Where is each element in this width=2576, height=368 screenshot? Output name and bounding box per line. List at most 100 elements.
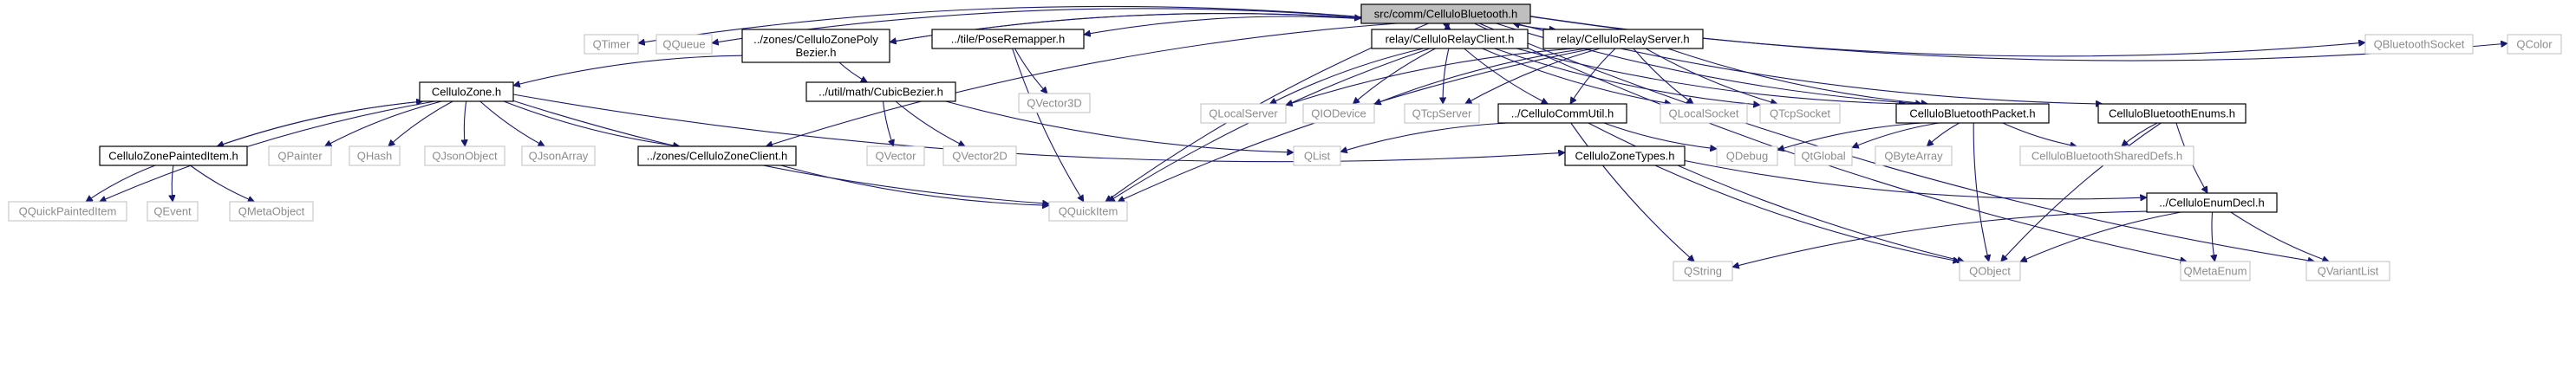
edge-zone-to-QJsonArray <box>479 100 545 147</box>
edge-zone-to-QPainter <box>325 100 442 147</box>
node-shareddefs[interactable]: CelluloBluetoothSharedDefs.h <box>2019 145 2194 166</box>
node-label-QEvent: QEvent <box>153 205 192 218</box>
edge-painted-to-zone <box>217 101 423 147</box>
node-relayclient[interactable]: relay/CelluloRelayClient.h <box>1371 29 1529 49</box>
node-label-QBluetoothSocket: QBluetoothSocket <box>2374 38 2465 51</box>
node-QList[interactable]: QList <box>1293 145 1341 166</box>
node-label-root: src/comm/CelluloBluetooth.h <box>1374 8 1517 21</box>
node-box-QtGlobal <box>1794 145 1853 166</box>
edge-commutil-to-QString <box>1570 122 1694 261</box>
edge-commutil-to-QList <box>1340 122 1508 152</box>
node-label-shareddefs: CelluloBluetoothSharedDefs.h <box>2031 150 2182 163</box>
node-QVector3D[interactable]: QVector3D <box>1018 93 1091 113</box>
node-cubic[interactable]: ../util/math/CubicBezier.h <box>805 81 956 102</box>
node-label-zonepoly: ../zones/CelluloZonePoly <box>753 33 878 46</box>
node-QMetaEnum[interactable]: QMetaEnum <box>2180 261 2251 281</box>
node-box-relayclient <box>1371 29 1529 49</box>
node-box-QObject <box>1959 261 2021 281</box>
node-zone[interactable]: CelluloZone.h <box>419 81 514 102</box>
node-label-QLocalServer: QLocalServer <box>1209 107 1278 120</box>
node-QPainter[interactable]: QPainter <box>268 145 332 166</box>
node-label-QLocalSocket: QLocalSocket <box>1669 107 1739 120</box>
node-btpacket[interactable]: CelluloBluetoothPacket.h <box>1895 103 2050 124</box>
edge-relayserver-to-commutil <box>1569 48 1616 104</box>
node-root[interactable]: src/comm/CelluloBluetooth.h <box>1360 3 1531 24</box>
node-poseremap[interactable]: ../tile/PoseRemapper.h <box>931 29 1085 49</box>
node-label-QVector3D: QVector3D <box>1027 97 1082 110</box>
node-label-zoneclient: ../zones/CelluloZoneClient.h <box>647 150 788 163</box>
node-QLocalSocket[interactable]: QLocalSocket <box>1660 103 1748 124</box>
node-box-poseremap <box>931 29 1085 49</box>
node-label-QJsonArray: QJsonArray <box>529 150 589 163</box>
node-label-QVariantList: QVariantList <box>2318 265 2379 278</box>
node-QJsonArray[interactable]: QJsonArray <box>521 145 596 166</box>
node-zonetypes[interactable]: CelluloZoneTypes.h <box>1564 145 1686 166</box>
edge-zone-to-QJsonObject <box>464 100 466 146</box>
node-label-painted: CelluloZonePaintedItem.h <box>108 150 238 163</box>
edge-zone-to-QQuickPaintedItem <box>100 100 435 202</box>
node-QColor[interactable]: QColor <box>2507 34 2562 55</box>
node-QBluetoothSocket[interactable]: QBluetoothSocket <box>2364 34 2474 55</box>
node-box-root <box>1360 3 1531 24</box>
node-QEvent[interactable]: QEvent <box>147 201 199 222</box>
node-QQuickItem[interactable]: QQuickItem <box>1048 201 1128 222</box>
node-enumdecl[interactable]: ../CelluloEnumDecl.h <box>2146 192 2278 213</box>
edge-commutil-to-QDebug <box>1603 122 1717 149</box>
node-QTcpSocket[interactable]: QTcpSocket <box>1759 103 1841 124</box>
node-box-btenums <box>2097 103 2247 124</box>
node-QVariantList[interactable]: QVariantList <box>2305 261 2390 281</box>
node-box-shareddefs <box>2019 145 2194 166</box>
node-box-QJsonObject <box>424 145 505 166</box>
edge-btpacket-to-QDebug <box>1777 122 1922 150</box>
node-label-poseremap: ../tile/PoseRemapper.h <box>951 33 1066 46</box>
node-QString[interactable]: QString <box>1673 261 1733 281</box>
node-box-zone <box>419 81 514 102</box>
node-label-QMetaObject: QMetaObject <box>238 205 305 218</box>
node-QHash[interactable]: QHash <box>349 145 401 166</box>
node-commutil[interactable]: ../CelluloCommUtil.h <box>1497 103 1627 124</box>
node-label-QVector: QVector <box>876 150 917 163</box>
node-box-QMetaObject <box>229 201 314 222</box>
node-QMetaObject[interactable]: QMetaObject <box>229 201 314 222</box>
node-painted[interactable]: CelluloZonePaintedItem.h <box>99 145 248 166</box>
node-QDebug[interactable]: QDebug <box>1716 145 1778 166</box>
node-label-QPainter: QPainter <box>277 150 323 163</box>
node-label-QList: QList <box>1304 150 1331 163</box>
node-box-QVector2D <box>942 145 1017 166</box>
edge-zonepoly-to-zone <box>513 55 743 86</box>
node-QJsonObject[interactable]: QJsonObject <box>424 145 505 166</box>
node-box-QEvent <box>147 201 199 222</box>
node-zoneclient[interactable]: ../zones/CelluloZoneClient.h <box>637 145 797 166</box>
node-QObject[interactable]: QObject <box>1959 261 2021 281</box>
node-box-QVariantList <box>2305 261 2390 281</box>
node-QByteArray[interactable]: QByteArray <box>1875 145 1953 166</box>
node-QVector2D[interactable]: QVector2D <box>942 145 1017 166</box>
edge-relayserver-to-QTcpSocket <box>1645 48 1777 104</box>
node-relayserver[interactable]: relay/CelluloRelayServer.h <box>1542 29 1704 49</box>
edge-relayserver-to-btpacket <box>1667 48 1928 104</box>
node-box-relayserver <box>1542 29 1704 49</box>
node-QIODevice[interactable]: QIODevice <box>1302 103 1375 124</box>
node-label-enumdecl: ../CelluloEnumDecl.h <box>2159 197 2264 210</box>
node-label-zonepoly: Bezier.h <box>796 46 837 59</box>
edge-enumdecl-to-QVariantList <box>2230 211 2329 261</box>
node-box-zoneclient <box>637 145 797 166</box>
node-QTimer[interactable]: QTimer <box>584 34 639 55</box>
node-btenums[interactable]: CelluloBluetoothEnums.h <box>2097 103 2247 124</box>
node-QVector[interactable]: QVector <box>866 145 925 166</box>
edge-relayserver-to-QTcpServer <box>1465 48 1601 105</box>
node-QLocalServer[interactable]: QLocalServer <box>1200 103 1287 124</box>
node-box-QLocalServer <box>1200 103 1287 124</box>
edge-painted-to-QMetaObject <box>190 165 254 202</box>
node-QQuickPaintedItem[interactable]: QQuickPaintedItem <box>8 201 127 222</box>
edge-root-to-poseremap <box>1084 16 1362 35</box>
edge-zone-to-zonetypes <box>512 94 1565 163</box>
edge-relayclient-to-QTcpSocket <box>1494 48 1760 105</box>
node-QQueue[interactable]: QQueue <box>655 34 713 55</box>
node-QTcpServer[interactable]: QTcpServer <box>1404 103 1480 124</box>
node-QtGlobal[interactable]: QtGlobal <box>1794 145 1853 166</box>
node-label-btenums: CelluloBluetoothEnums.h <box>2109 107 2235 120</box>
